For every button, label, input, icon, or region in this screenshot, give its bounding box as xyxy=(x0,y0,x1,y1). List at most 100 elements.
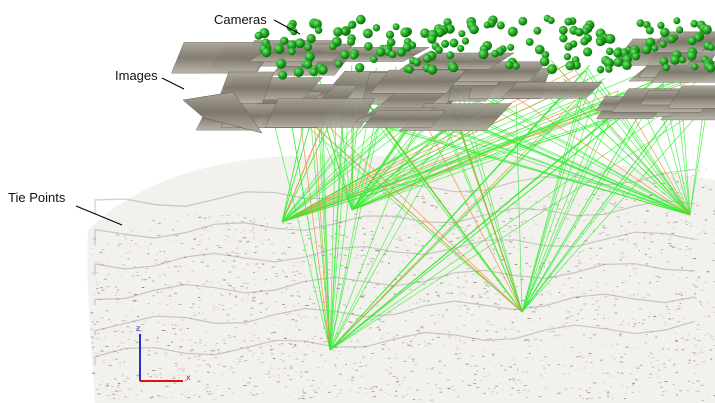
tie-point xyxy=(501,347,503,349)
tie-point xyxy=(97,355,99,357)
tie-point xyxy=(291,319,295,321)
tie-point xyxy=(507,366,510,367)
tie-point xyxy=(255,263,259,265)
tie-point xyxy=(711,299,713,301)
tie-point xyxy=(330,235,333,237)
image-plane xyxy=(182,91,263,134)
tie-point xyxy=(156,291,159,293)
tie-point xyxy=(261,243,264,245)
tie-point xyxy=(589,247,593,249)
tie-point xyxy=(147,350,151,352)
images-leader-line xyxy=(161,77,185,90)
tie-point xyxy=(517,369,519,371)
tie-point xyxy=(390,279,394,281)
camera-sphere xyxy=(563,53,572,61)
tie-point xyxy=(601,369,604,370)
tie-point xyxy=(419,222,423,224)
tie-point xyxy=(320,292,323,294)
tie-point xyxy=(234,289,236,291)
tie-point xyxy=(637,197,639,199)
tie-point xyxy=(271,355,274,357)
tie-point xyxy=(315,287,318,289)
tie-point xyxy=(643,237,646,239)
tie-point xyxy=(380,261,384,263)
tie-point xyxy=(271,332,273,334)
tie-point xyxy=(419,299,422,300)
tie-point xyxy=(704,219,708,221)
camera-ray xyxy=(576,105,691,216)
tie-point xyxy=(587,213,589,215)
tie-point xyxy=(123,320,127,322)
tie-point xyxy=(485,284,488,286)
tie-point xyxy=(254,386,258,387)
tie-point xyxy=(291,347,295,349)
tie-point xyxy=(483,281,486,283)
tie-point xyxy=(597,233,600,235)
tie-point xyxy=(639,364,643,366)
tie-point xyxy=(603,212,607,214)
camera-sphere xyxy=(261,47,272,58)
tie-point xyxy=(390,223,394,225)
camera-sphere xyxy=(622,60,632,70)
tie-point xyxy=(221,266,223,268)
tie-point xyxy=(412,303,414,305)
tie-point xyxy=(685,277,688,279)
tie-point xyxy=(435,384,437,386)
tie-point xyxy=(249,220,252,222)
tie-point xyxy=(116,232,119,234)
tie-point xyxy=(603,314,606,316)
tie-point xyxy=(116,302,118,303)
tie-point xyxy=(118,329,120,331)
tie-point xyxy=(121,374,124,376)
tie-point xyxy=(260,345,263,347)
tie-point xyxy=(675,372,678,374)
tie-point xyxy=(487,360,490,362)
tie-point xyxy=(680,267,683,269)
tie-point xyxy=(414,364,418,366)
tie-point xyxy=(541,365,545,366)
tie-point xyxy=(492,248,495,249)
tie-point xyxy=(364,266,369,268)
tie-point xyxy=(267,331,269,333)
camera-sphere xyxy=(435,46,443,54)
tie-point xyxy=(703,350,706,352)
tie-point xyxy=(472,338,475,340)
tie-point xyxy=(634,216,638,218)
tie-point xyxy=(650,238,653,240)
tie-point xyxy=(260,311,262,313)
tie-point xyxy=(163,354,167,356)
camera-sphere xyxy=(469,24,479,35)
tie-point xyxy=(454,253,457,255)
tie-point xyxy=(286,226,288,228)
tie-point xyxy=(274,273,278,274)
tie-point xyxy=(206,387,209,389)
tie-point xyxy=(559,335,561,337)
tie-point xyxy=(537,389,540,391)
tie-point xyxy=(303,275,306,277)
camera-sphere xyxy=(541,51,550,59)
tie-point xyxy=(92,254,94,256)
tie-point xyxy=(180,226,183,228)
tie-point xyxy=(179,368,181,370)
tie-point xyxy=(515,202,518,204)
tie-point xyxy=(499,349,503,351)
tie-point xyxy=(712,213,715,215)
tie-point xyxy=(115,292,118,294)
tie-point xyxy=(487,297,489,299)
tie-point xyxy=(129,246,132,248)
tie-point xyxy=(210,350,214,352)
tie-point xyxy=(254,284,256,286)
tie-point xyxy=(476,210,479,212)
tie-point xyxy=(125,252,128,254)
tie-point xyxy=(113,397,115,399)
tie-point xyxy=(527,390,530,392)
tie-point xyxy=(228,388,231,390)
tie-point xyxy=(523,237,526,239)
tie-point xyxy=(579,395,582,397)
tie-point xyxy=(287,312,290,314)
tie-point xyxy=(464,230,466,232)
tie-point xyxy=(174,292,178,294)
camera-ray xyxy=(521,83,664,313)
tie-point xyxy=(197,313,199,315)
tie-point xyxy=(354,257,358,259)
